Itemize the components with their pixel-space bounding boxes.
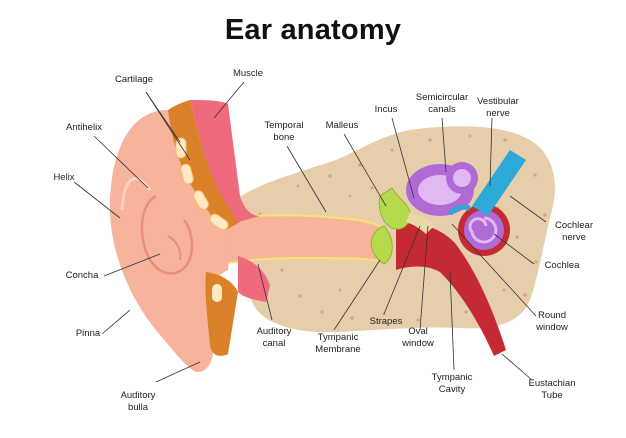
label-tympanic-cavity-1: Tympanic	[432, 372, 473, 383]
label-round-window-1: Round	[538, 310, 566, 321]
label-tympanic-membrane-1: Tympanic	[318, 332, 359, 343]
label-auditory-bulla-2: bulla	[128, 402, 149, 413]
label-eustachian-tube-2: Tube	[541, 390, 562, 401]
label-cochlea: Cochlea	[545, 260, 581, 271]
label-eustachian-tube-1: Eustachian	[528, 378, 575, 389]
label-muscle: Muscle	[233, 68, 263, 79]
tympanic-cavity-shape	[396, 223, 506, 356]
leader-lines	[73, 81, 547, 383]
label-tympanic-membrane-2: Membrane	[315, 344, 360, 355]
semicircular-canals-shape	[406, 162, 478, 216]
label-antihelix: Antihelix	[66, 122, 102, 133]
label-cochlear-nerve-1: Cochlear	[555, 220, 593, 231]
labels: Cartilage Muscle Antihelix Helix Concha …	[53, 68, 593, 413]
label-oval-window-1: Oval	[408, 326, 428, 337]
cochlea-shape	[458, 204, 510, 256]
label-cartilage: Cartilage	[115, 74, 153, 85]
label-auditory-bulla-1: Auditory	[121, 390, 156, 401]
label-vestibular-nerve-1: Vestibular	[477, 96, 519, 107]
label-temporal-bone-1: Temporal	[264, 120, 303, 131]
label-oval-window-2: window	[401, 338, 434, 349]
label-temporal-bone-2: bone	[273, 132, 294, 143]
label-auditory-canal-2: canal	[263, 338, 286, 349]
label-semicircular-canals-1: Semicircular	[416, 92, 468, 103]
muscle-shape	[190, 100, 270, 302]
label-cochlear-nerve-2: nerve	[562, 232, 586, 243]
label-tympanic-cavity-2: Cavity	[439, 384, 466, 395]
vestibular-nerve-shape	[447, 150, 526, 216]
label-auditory-canal-1: Auditory	[257, 326, 292, 337]
label-concha: Concha	[66, 270, 99, 281]
label-helix: Helix	[53, 172, 74, 183]
ossicles-shape	[378, 187, 434, 234]
diagram-title: Ear anatomy	[224, 14, 402, 46]
label-semicircular-canals-2: canals	[428, 104, 456, 115]
label-malleus: Malleus	[326, 120, 359, 131]
cartilage-shape	[168, 100, 240, 356]
label-strapes: Strapes	[370, 316, 403, 327]
label-pinna: Pinna	[76, 328, 101, 339]
tympanic-membrane-shape	[370, 225, 393, 265]
label-vestibular-nerve-2: nerve	[486, 108, 510, 119]
label-round-window-2: window	[535, 322, 568, 333]
label-incus: Incus	[375, 104, 398, 115]
